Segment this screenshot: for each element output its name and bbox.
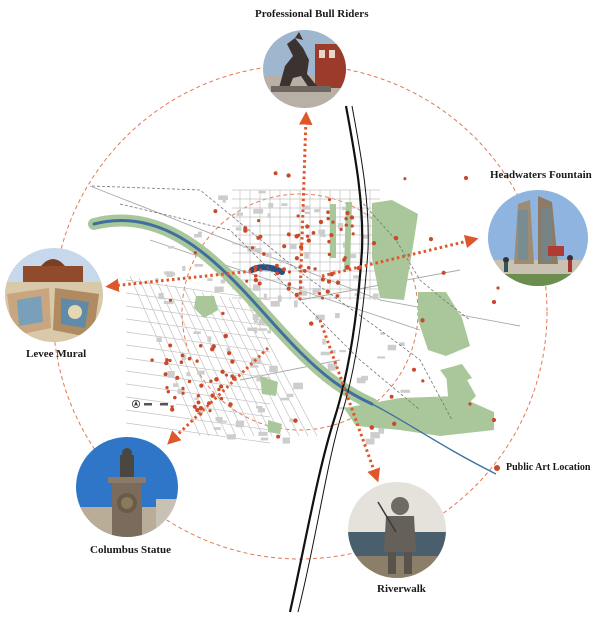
- columbus-statue-photo: [76, 437, 178, 537]
- legend: Public Art Location: [494, 462, 590, 473]
- lake: [249, 264, 285, 275]
- arkansas-river: [92, 219, 374, 406]
- interstate-highway: [288, 105, 364, 613]
- scale-bar-icon: [144, 403, 176, 406]
- legend-dot-icon: [494, 464, 500, 471]
- headwaters-fountain-photo: [488, 190, 588, 286]
- levee-mural-photo: [5, 248, 103, 342]
- direction-arrows: [105, 111, 479, 483]
- label-riverwalk: Riverwalk: [377, 583, 426, 595]
- legend-label: Public Art Location: [506, 462, 591, 473]
- river-channel-east: [371, 403, 497, 475]
- label-headwaters: Headwaters Fountain: [490, 169, 592, 181]
- arrow-to-headwaters: [321, 235, 479, 278]
- label-columbus: Columbus Statue: [90, 544, 171, 556]
- label-levee-mural: Levee Mural: [26, 348, 87, 360]
- label-bull-riders: Professional Bull Riders: [255, 8, 369, 20]
- bull-riders-photo: [263, 30, 346, 108]
- north-arrow-icon: [131, 399, 140, 408]
- interstate-highway-lane: [297, 105, 369, 613]
- park-areas: [194, 200, 494, 436]
- riverwalk-photo: [348, 482, 446, 578]
- arrow-to-riverwalk: [318, 319, 381, 483]
- arrow-to-columbus: [167, 346, 270, 445]
